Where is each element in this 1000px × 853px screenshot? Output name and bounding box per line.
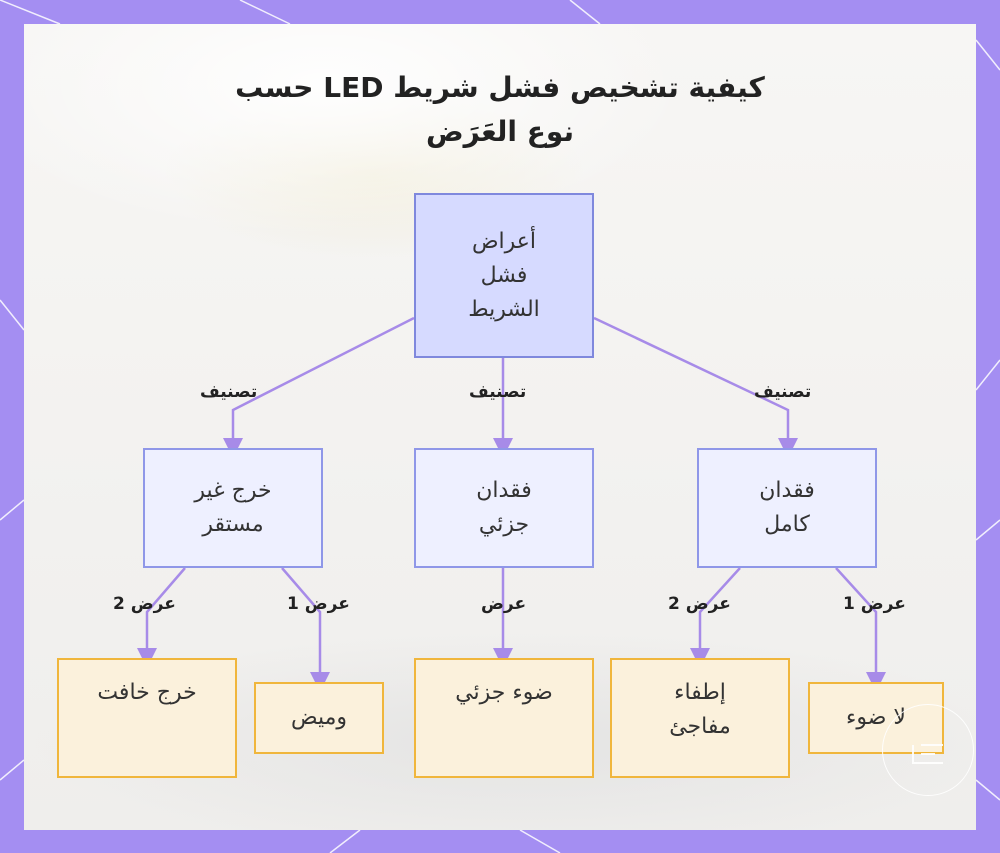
diagram-title-line-2: نوع العَرَض: [426, 115, 574, 148]
node-sudden-shutoff: إطفاء مفاجئ: [610, 658, 790, 778]
edge-root-unstable: [223, 316, 415, 458]
edge-label-classify-mid: تصنيف: [469, 382, 527, 402]
node-partial-light: ضوء جزئي: [414, 658, 594, 778]
node-complete-loss: فقدان كامل: [697, 448, 877, 568]
edge-unstable-flicker: [281, 567, 330, 692]
watermark-glyph-icon: [912, 744, 943, 764]
edge-root-complete: [593, 316, 798, 458]
edge-label-complete-symptom-2: عرض 2: [668, 594, 731, 614]
watermark-logo-icon: [882, 704, 974, 796]
edge-label-unstable-symptom-1: عرض 1: [287, 594, 350, 614]
edge-label-complete-symptom-1: عرض 1: [843, 594, 906, 614]
edge-label-unstable-symptom-2: عرض 2: [113, 594, 176, 614]
edge-complete-sudden: [690, 567, 741, 668]
edge-complete-nolight: [835, 567, 886, 692]
edge-unstable-dim: [137, 567, 186, 668]
node-flicker: وميض: [254, 682, 384, 754]
edge-label-classify-right: تصنيف: [754, 382, 812, 402]
edge-label-partial-symptom: عرض: [481, 594, 527, 614]
node-unstable-output: خرج غير مستقر: [143, 448, 323, 568]
node-strip-failure-symptoms: أعراض فشل الشريط: [414, 193, 594, 358]
node-partial-loss: فقدان جزئي: [414, 448, 594, 568]
diagram-title-line-1: كيفية تشخيص فشل شريط LED حسب: [235, 71, 765, 104]
edge-label-classify-left: تصنيف: [200, 382, 258, 402]
node-dim-output: خرج خافت: [57, 658, 237, 778]
